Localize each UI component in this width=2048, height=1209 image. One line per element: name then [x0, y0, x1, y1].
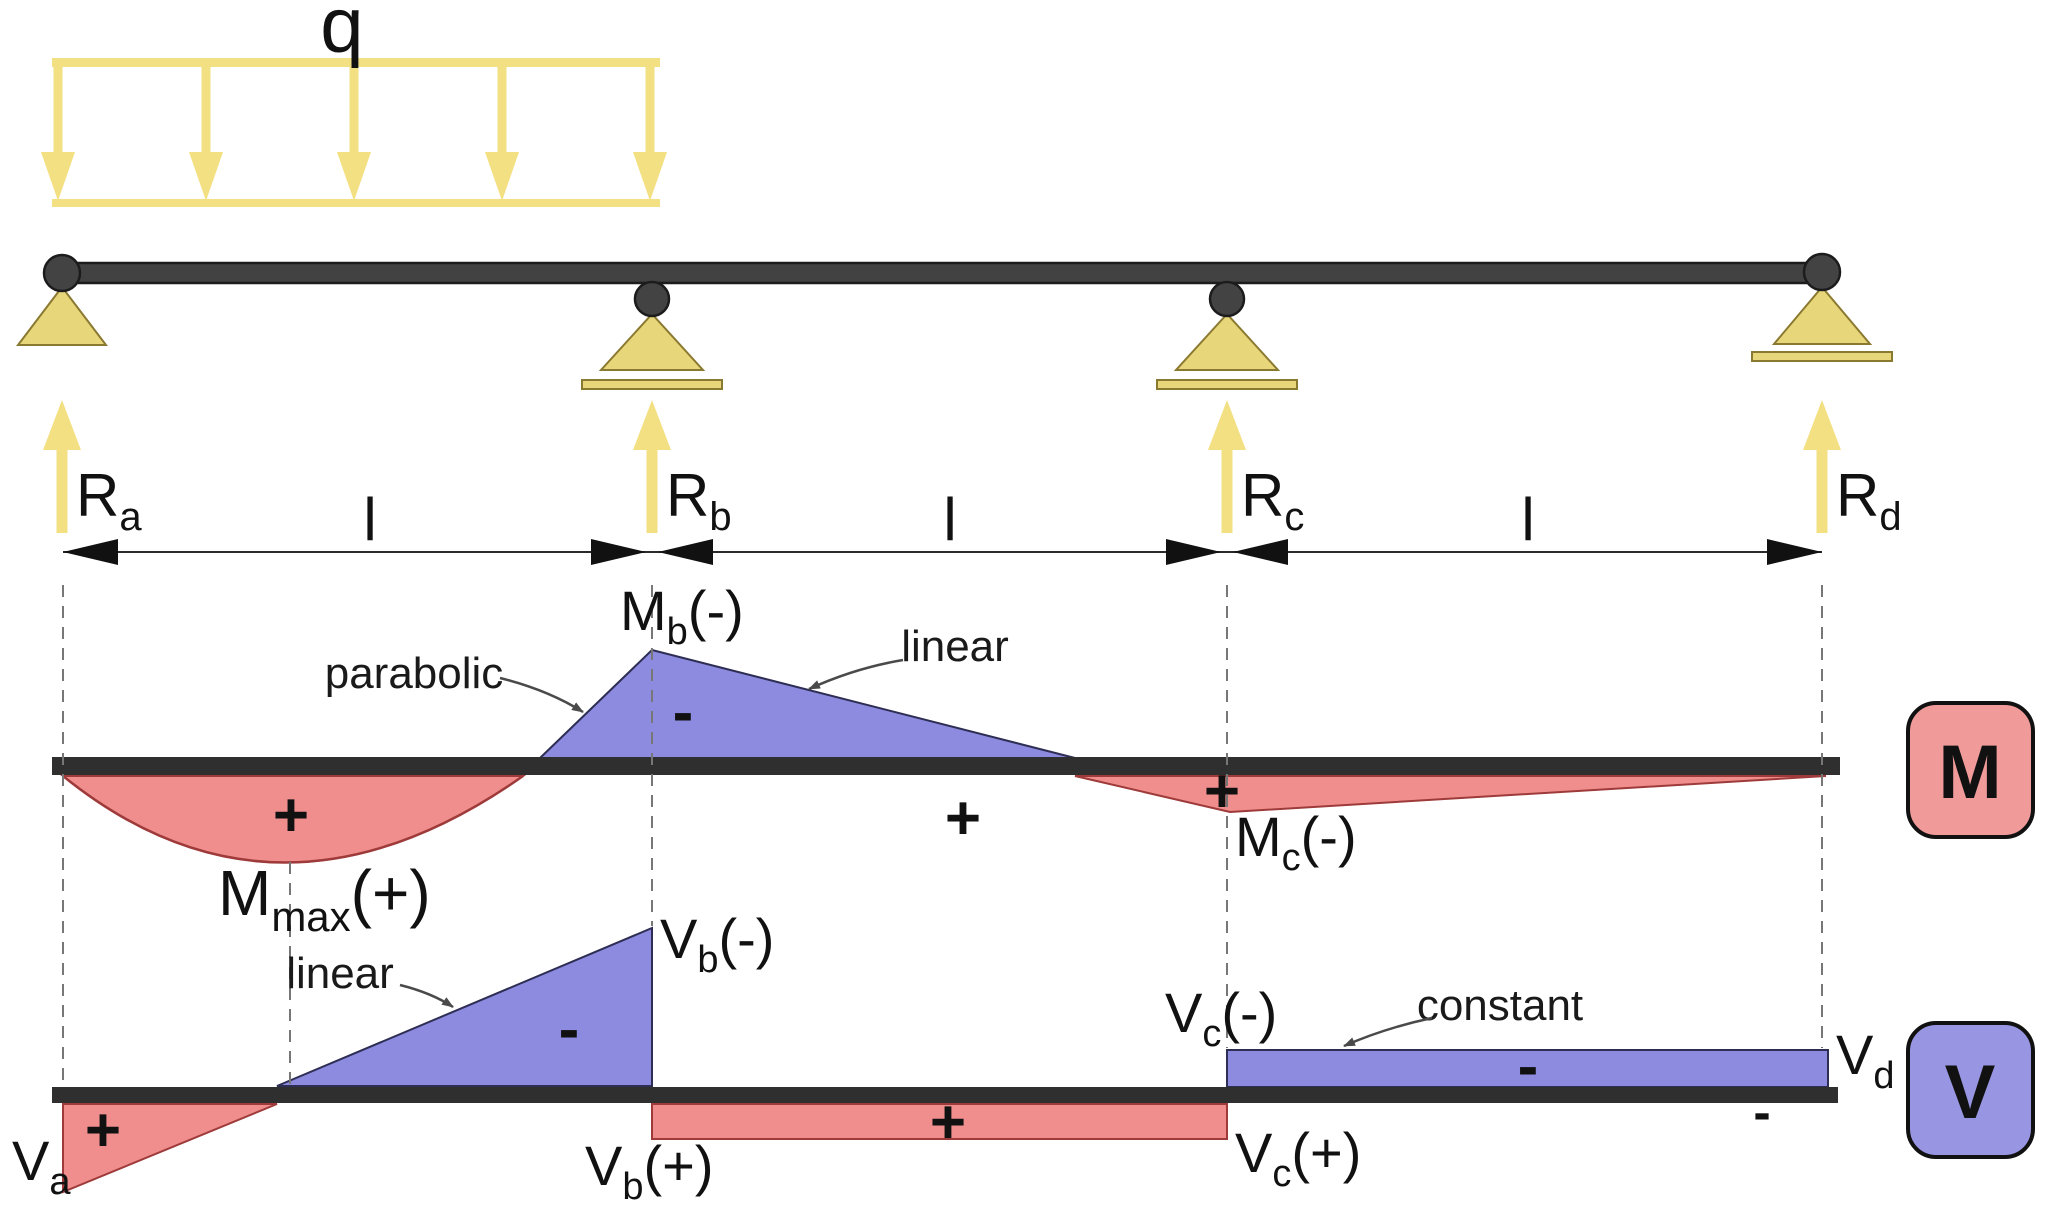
reaction-arrow-b-icon	[633, 400, 671, 533]
shear-sign-span1-pos: +	[85, 1096, 121, 1165]
reaction-arrow-a-icon	[43, 400, 81, 533]
shear-note-constant: constant	[1417, 981, 1583, 1030]
beam-assembly	[15, 252, 1893, 390]
moment-note-parabolic: parabolic	[325, 649, 504, 698]
shear-note-linear: linear	[286, 949, 394, 998]
moment-sign-at-b: -	[673, 678, 694, 747]
pin-c-icon	[1208, 280, 1246, 318]
reaction-label-b: Rb	[666, 462, 732, 539]
roller-line-b	[581, 379, 723, 390]
shear-c-neg-label: Vc(-)	[1165, 981, 1277, 1055]
beam	[50, 261, 1840, 285]
load-arrow-icon	[41, 66, 667, 201]
shear-negative-b	[276, 926, 653, 1087]
moment-sign-at-c: +	[1204, 757, 1240, 826]
moment-b-label: Mb(-)	[620, 579, 744, 653]
shear-b-neg-label: Vb(-)	[660, 907, 774, 981]
constant-arrow-icon	[1343, 1016, 1433, 1048]
span-label-3: l	[1521, 486, 1534, 553]
shear-sign-span3-neg: -	[1518, 1032, 1539, 1101]
shear-positive-span2	[651, 1103, 1228, 1140]
legend: M V	[1906, 701, 2035, 1159]
shear-d-label: Vd	[1836, 1023, 1895, 1097]
load-bottom-bar	[52, 199, 660, 207]
moment-note-linear: linear	[901, 622, 1009, 671]
reaction-arrows: Ra Rb Rc Rd	[43, 400, 1902, 539]
shear-sign-span1-neg: -	[559, 995, 580, 1064]
moment-parabola-outline	[62, 774, 524, 864]
shear-sign-span2-pos: +	[930, 1088, 966, 1157]
reaction-label-d: Rd	[1836, 462, 1902, 539]
support-a	[15, 285, 109, 346]
moment-max-label: Mmax(+)	[218, 857, 431, 940]
shear-diagram	[52, 926, 1838, 1194]
dimension-line: l l l	[63, 486, 1822, 565]
shear-a-label: Va	[12, 1129, 71, 1203]
span-label-2: l	[943, 486, 956, 553]
moment-c-label: Mc(-)	[1235, 805, 1357, 879]
shear-linear-arrow-icon	[399, 983, 454, 1009]
span-label-1: l	[363, 486, 376, 553]
moment-linear-arrow-icon	[808, 658, 904, 691]
roller-line-d	[1751, 351, 1893, 362]
pin-b-icon	[633, 280, 671, 318]
load-label: q	[320, 0, 363, 69]
load-top-bar	[52, 58, 660, 67]
roller-line-c	[1156, 379, 1298, 390]
legend-moment-label: M	[1938, 730, 2001, 815]
support-b	[598, 312, 706, 371]
shear-sign-at-d-neg: -	[1753, 1084, 1770, 1142]
support-c	[1173, 312, 1281, 371]
distributed-load: q	[41, 0, 667, 207]
moment-positive-span23	[1074, 775, 1827, 814]
moment-diagram	[52, 648, 1840, 864]
shear-b-pos-label: Vb(+)	[585, 1134, 714, 1208]
legend-shear-label: V	[1945, 1050, 1996, 1135]
reaction-label-a: Ra	[76, 462, 142, 539]
legend-moment-box	[1906, 701, 2035, 839]
moment-labels: + Mmax(+) Mb(-) - + + Mc(-) parabolic li…	[218, 579, 1357, 940]
guide-lines	[62, 585, 1823, 1086]
legend-shear-box	[1906, 1021, 2035, 1159]
reaction-arrow-c-icon	[1208, 400, 1246, 533]
shear-c-pos-label: Vc(+)	[1235, 1121, 1361, 1195]
moment-baseline	[52, 757, 1840, 775]
reaction-arrow-d-icon	[1803, 400, 1841, 533]
shear-positive-a	[62, 1103, 278, 1194]
pin-d-icon	[1802, 252, 1842, 292]
parabolic-arrow-icon	[499, 676, 584, 714]
shear-labels: Va + linear - Vb(-) Vb(+) + Vc(-) Vc(+) …	[12, 907, 1895, 1208]
moment-sign-span1: +	[273, 781, 309, 850]
pin-a-icon	[42, 253, 82, 293]
shear-negative-span3	[1226, 1049, 1829, 1088]
shear-baseline	[52, 1087, 1838, 1103]
moment-sign-span2: +	[945, 784, 981, 853]
reaction-label-c: Rc	[1241, 462, 1304, 539]
support-d	[1771, 285, 1873, 345]
